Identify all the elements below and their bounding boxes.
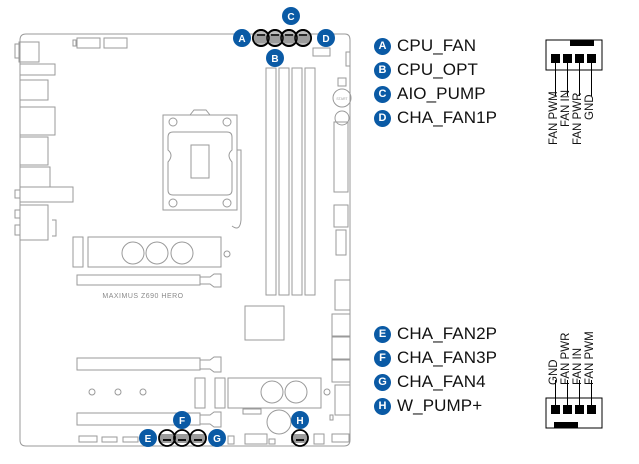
callout-badge-h: H	[291, 411, 309, 429]
m2-slot-1	[72, 236, 231, 268]
legend-item-cha-fan1p: D CHA_FAN1P	[374, 106, 497, 130]
dimm-slots	[265, 67, 316, 296]
cpu-power-connectors	[72, 37, 128, 49]
svg-text:A: A	[238, 34, 245, 45]
pcie-slot-1	[76, 273, 222, 288]
top-legend: A CPU_FAN B CPU_OPT C AIO_PUMP D CHA_FAN1P	[374, 34, 497, 130]
legend-label: W_PUMP+	[397, 396, 483, 415]
legend-label: CPU_OPT	[397, 60, 478, 79]
svg-text:H: H	[296, 416, 303, 427]
fan-header-e-ring[interactable]	[158, 429, 176, 447]
badge-e-icon: E	[374, 325, 391, 343]
pin-label-fan-pwm: FAN PWM	[584, 331, 596, 385]
legend-item-aio-pump: C AIO_PUMP	[374, 82, 497, 106]
svg-text:E: E	[145, 434, 152, 445]
legend-label: CHA_FAN3P	[397, 348, 498, 367]
top-fan-headers	[252, 29, 312, 47]
legend-item-cha-fan4: G CHA_FAN4	[374, 370, 497, 394]
legend-item-cpu-opt: B CPU_OPT	[374, 58, 497, 82]
pcie-slot-3	[76, 411, 222, 428]
callout-badge-b: B	[266, 49, 284, 67]
legend-item-cha-fan3p: F CHA_FAN3P	[374, 346, 497, 370]
start-button-label: START	[336, 97, 348, 101]
motherboard-diagram: MAXIMUS Z690 HERO START A B C D	[14, 7, 352, 447]
m2-slot-2	[227, 377, 331, 409]
pin-label-fan-pwm: FAN PWM	[548, 91, 560, 145]
callout-badge-g: G	[208, 429, 226, 447]
svg-text:C: C	[287, 12, 294, 23]
badge-c-icon: C	[374, 85, 391, 103]
svg-text:G: G	[213, 434, 221, 445]
board-outline	[19, 33, 351, 447]
badge-f-icon: F	[374, 349, 391, 367]
bottom-legend: E CHA_FAN2P F CHA_FAN3P G CHA_FAN4 H W_PUMP+	[374, 322, 497, 418]
connector-key	[570, 40, 594, 46]
svg-text:F: F	[179, 416, 185, 427]
badge-b-icon: B	[374, 61, 391, 79]
legend-label: CHA_FAN2P	[397, 324, 498, 343]
cpu-socket	[162, 109, 242, 229]
fan-header-h-ring[interactable]	[291, 429, 309, 447]
badge-h-icon: H	[374, 397, 391, 415]
legend-item-w-pump: H W_PUMP+	[374, 394, 497, 418]
svg-text:D: D	[322, 34, 329, 45]
top-pinout-diagram	[545, 39, 603, 96]
legend-label: AIO_PUMP	[397, 84, 486, 103]
connector-pins	[551, 54, 596, 63]
connector-key	[554, 422, 578, 428]
callout-badge-c: C	[282, 7, 300, 25]
pcie-slot-2	[76, 356, 222, 373]
callout-badge-a: A	[233, 29, 251, 47]
legend-label: CHA_FAN4	[397, 372, 486, 391]
cmos-battery	[266, 409, 292, 435]
pin-label-fan-pwr: FAN PWR	[572, 92, 584, 145]
svg-text:B: B	[271, 54, 278, 65]
chipset	[244, 305, 285, 341]
pin-label-fan-in: FAN IN	[560, 89, 572, 127]
board-model-label: MAXIMUS Z690 HERO	[102, 293, 183, 300]
pin-label-gnd: GND	[584, 94, 596, 120]
legend-label: CPU_FAN	[397, 36, 477, 55]
atx-24pin-connector	[333, 121, 349, 193]
badge-d-icon: D	[374, 109, 391, 127]
legend-item-cha-fan2p: E CHA_FAN2P	[374, 322, 497, 346]
bottom-fan-headers	[158, 429, 309, 447]
legend-item-cpu-fan: A CPU_FAN	[374, 34, 497, 58]
badge-g-icon: G	[374, 373, 391, 391]
badge-a-icon: A	[374, 37, 391, 55]
rear-io-panel	[14, 41, 74, 241]
callout-badge-d: D	[317, 29, 335, 47]
callout-badge-f: F	[173, 411, 191, 429]
bottom-pinout-diagram	[545, 380, 603, 429]
fan-header-g-ring[interactable]	[189, 429, 207, 447]
pin-label-fan-pwr: FAN PWR	[560, 332, 572, 385]
legend-label: CHA_FAN1P	[397, 108, 498, 127]
callout-badge-e: E	[139, 429, 157, 447]
connector-pins	[551, 405, 596, 414]
